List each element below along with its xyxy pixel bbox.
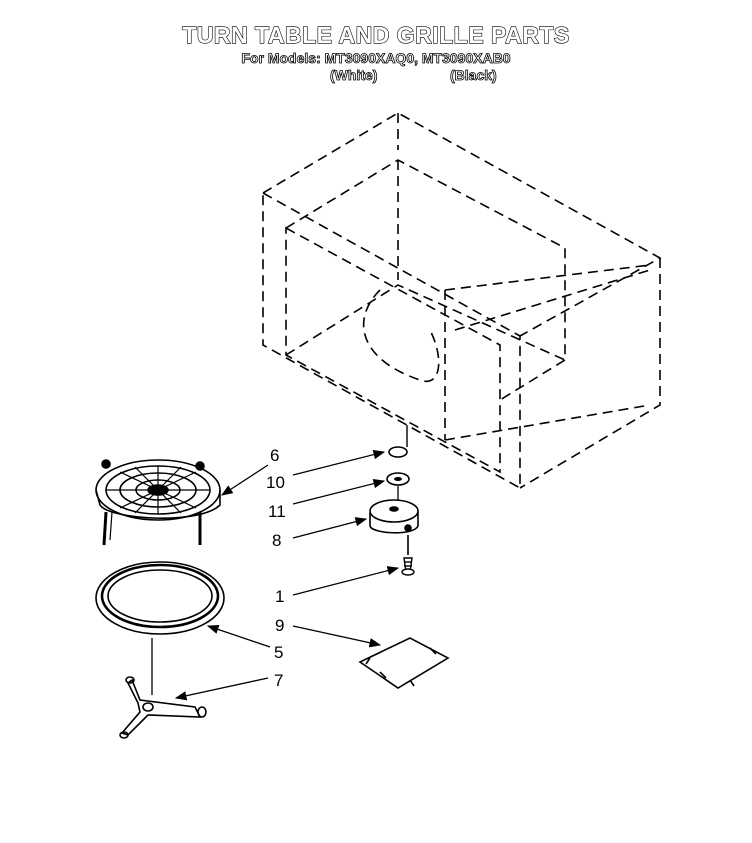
grille-rack (95, 459, 221, 546)
screw (401, 557, 415, 576)
variant-black-label: (Black) (450, 67, 497, 84)
turntable-support (119, 676, 207, 739)
models-subtitle: For Models: MT3090XAQ0, MT3090XAB0 (241, 50, 511, 67)
callout-leaders (174, 450, 400, 701)
callout-5: 5 (274, 643, 283, 662)
glass-turntable-tray (95, 561, 225, 635)
callout-10: 10 (266, 473, 285, 492)
turntable-motor (369, 499, 419, 555)
washer (386, 472, 410, 486)
callout-11: 11 (268, 502, 286, 521)
callout-1: 1 (275, 587, 284, 606)
variant-white-label: (White) (330, 67, 378, 84)
page-title: TURN TABLE AND GRILLE PARTS (182, 21, 570, 48)
callout-6: 6 (270, 446, 279, 465)
o-ring (388, 446, 408, 458)
callout-7: 7 (274, 671, 283, 690)
callout-8: 8 (272, 531, 281, 550)
callout-9: 9 (275, 616, 284, 635)
microwave-cavity-outline (262, 112, 662, 490)
cover-plate (358, 637, 450, 689)
